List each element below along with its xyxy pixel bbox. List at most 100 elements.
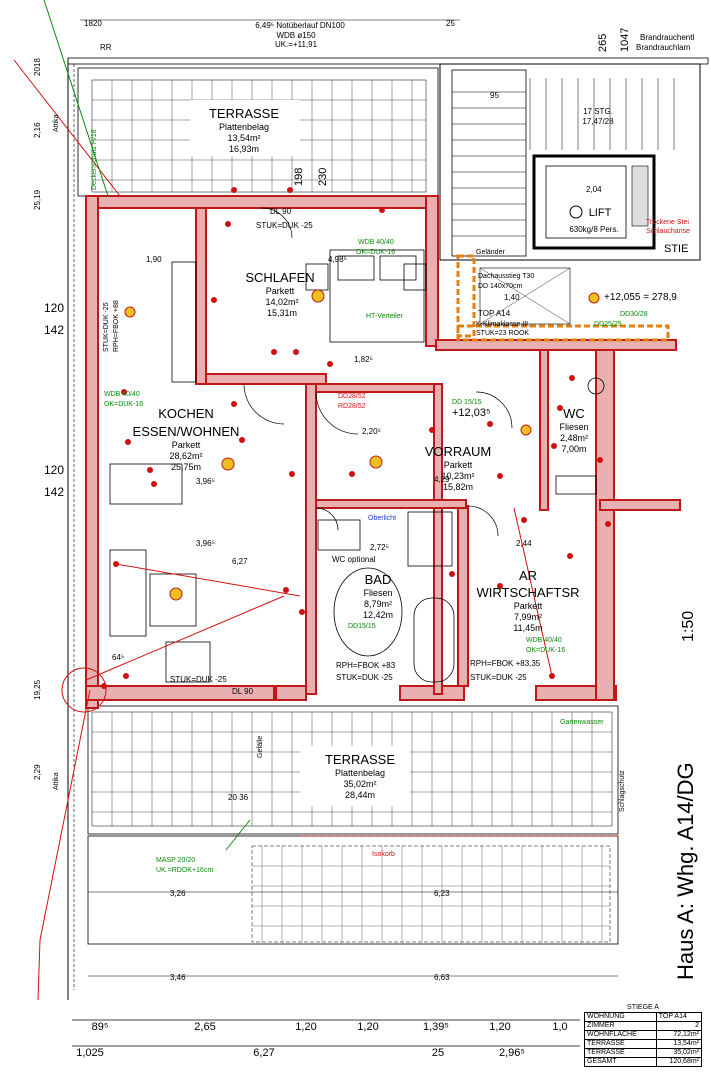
dim-1925: 19,25 <box>33 679 42 700</box>
terrace-top <box>77 67 439 197</box>
bdim-2-0: 1,025 <box>76 1047 104 1059</box>
room-floor-terrasse-bottom: Plattenbelag <box>335 768 385 778</box>
ann-attika-bottom: Attika <box>53 772 60 790</box>
green-lines <box>43 0 251 851</box>
stamp-row-value: 120,68m² <box>655 1057 703 1067</box>
dim-498: 4,98⁵ <box>328 255 347 264</box>
bdim-1-3: 1,20 <box>357 1021 378 1033</box>
room-name2-ar: WIRTSCHAFTSR <box>476 585 579 600</box>
ann-dl90-bottom: DL 90 <box>232 687 254 696</box>
room-perim-terrasse-bottom: 28,44m <box>345 790 375 800</box>
title-scale: 1:50 <box>680 611 697 642</box>
ann-schlagschutz: Schlagschutz <box>619 770 626 812</box>
stamp-row-value: 35,02m² <box>655 1048 703 1058</box>
ann-rd2852: RD28/52 <box>338 403 366 410</box>
room-name-ar: AR <box>519 568 537 583</box>
room-floor-wc: Fliesen <box>559 422 588 432</box>
ann-wdb4040-b: WDB 40/40 <box>104 391 140 398</box>
stamp-row-value: 2 <box>655 1021 703 1031</box>
room-name-bad: BAD <box>365 572 392 587</box>
stamp-row-label: ZIMMER <box>584 1021 657 1031</box>
room-area-kochen: 28,62m² <box>169 451 202 461</box>
title-text: Haus A: Whg. A14/DG <box>673 762 698 980</box>
ann-rph-ar: RPH=FBOK +83,35 <box>470 659 541 668</box>
ann-dd1515-bad: DD15/15 <box>348 623 376 630</box>
ann-isokorb: Isokorb <box>372 851 395 858</box>
dim-623: 6,23 <box>434 889 450 898</box>
stair-core <box>439 63 701 342</box>
dim-326: 3,26 <box>170 889 186 898</box>
stamp-col2: TOP A14 <box>655 1012 703 1022</box>
stair-labels: 17 STG. 17,47/28 LIFT 630kg/8 Pers. Gelä… <box>476 91 690 337</box>
room-name-vorraum: VORRAUM <box>425 444 491 459</box>
electrical-points <box>101 187 611 689</box>
stair-dim-95: 95 <box>490 91 499 100</box>
stair-dd2: DD25/25 <box>594 321 622 328</box>
ann-ok-duk16-a: OK=DUK-16 <box>356 249 395 256</box>
dim-396b: 3,96⁵ <box>196 539 215 548</box>
stair-gelaender: Geländer <box>476 249 505 256</box>
dim-627: 6,27 <box>232 557 248 566</box>
room-area-terrasse-top: 13,54m² <box>227 133 260 143</box>
stair-dd1: DD30/28 <box>620 311 648 318</box>
room-area-ar: 7,99m² <box>514 612 542 622</box>
room-name-kochen: KOCHEN <box>158 406 214 421</box>
bdim-1-4: 1,39⁵ <box>423 1021 449 1033</box>
bdim-1-2: 1,20 <box>295 1021 316 1033</box>
ann-ht: HT-Verteiler <box>366 313 404 320</box>
room-area-terrasse-bottom: 35,02m² <box>343 779 376 789</box>
dim-429: 4,29 <box>434 475 450 484</box>
room-labels: TERRASSE Plattenbelag 13,54m² 16,93m SCH… <box>133 106 589 800</box>
bottom-dimensions: 89⁵ 2,65 1,20 1,20 1,39⁵ 1,20 1,0 1,025 … <box>72 1019 580 1059</box>
ann-wc-optional: WC optional <box>332 555 376 564</box>
bdim-2-2: 25 <box>432 1047 444 1059</box>
room-floor-bad: Fliesen <box>363 588 392 598</box>
label-brandrauch1: Brandrauchentl <box>640 33 694 42</box>
terrace-bottom <box>87 705 619 945</box>
dim-229: 2,29 <box>33 764 42 780</box>
stair-lift-cap: 630kg/8 Pers. <box>569 225 618 234</box>
ann-rph-bad: RPH=FBOK +83 <box>336 661 396 670</box>
ann-gefaelle: Gefälle <box>257 736 264 758</box>
stair-top: TOP A14 <box>478 309 511 318</box>
ann-stuk-ar: STUK=DUK -25 <box>470 673 527 682</box>
dim-25-top: 25 <box>446 19 455 28</box>
ann-wdb4040-a: WDB 40/40 <box>358 239 394 246</box>
ann-wdb4040-c: WDB 40/40 <box>526 637 562 644</box>
label-notueberlauf: 6,49⁵ Notüberlauf DN100 <box>255 21 345 30</box>
ann-masp2: UK.=RDOK+16cm <box>156 867 213 874</box>
dim-2036: 20 36 <box>228 793 249 802</box>
dim-2519: 25,19 <box>33 189 42 210</box>
stamp-header: STIEGE A <box>627 1004 659 1011</box>
room-perim-bad: 12,42m <box>363 610 393 620</box>
dim-142a: 142 <box>44 323 64 337</box>
stair-klima: K-Klimaklasse III, <box>476 321 530 328</box>
bdim-2-1: 6,27 <box>253 1047 274 1059</box>
stair-stufen: 17 STG. <box>583 107 613 116</box>
dim-220: 2,20⁵ <box>362 427 381 436</box>
room-perim-kochen: 25,75m <box>171 462 201 472</box>
stamp-col1: WOHNUNG <box>584 1012 657 1022</box>
dim-120b: 120 <box>44 463 64 477</box>
stamp-row-value: 13,54m² <box>655 1039 703 1049</box>
dim-1820-top: 1820 <box>84 19 102 28</box>
stair-schlauch: Schlauchanse <box>646 228 690 235</box>
dim-142b: 142 <box>44 485 64 499</box>
room-area-bad: 8,79m² <box>364 599 392 609</box>
ann-oberlicht: Oberlicht <box>368 515 396 522</box>
drawing-title: Haus A: Whg. A14/DG 1:50 <box>665 600 705 1000</box>
room-perim-wc: 7,00m <box>561 444 586 454</box>
room-floor-schlafen: Parkett <box>266 286 295 296</box>
top-labels: 6,49⁵ Notüberlauf DN100 WDB ø150 UK.=+11… <box>80 19 694 52</box>
ann-stuk-duk-top: STUK=DUK -25 <box>256 221 313 230</box>
ann-stuk-duk-left: STUK=DUK -25 <box>103 302 110 352</box>
dim-120a: 120 <box>44 301 64 315</box>
room-perim-vorraum: 15,82m <box>443 482 473 492</box>
bdim-1-1: 2,65 <box>194 1021 215 1033</box>
room-area-schlafen: 14,02m² <box>265 297 298 307</box>
stamp-row-value: 72,12m² <box>655 1030 703 1040</box>
dim-190: 1,90 <box>146 255 162 264</box>
stair-dim-140: 1,40 <box>504 293 520 302</box>
